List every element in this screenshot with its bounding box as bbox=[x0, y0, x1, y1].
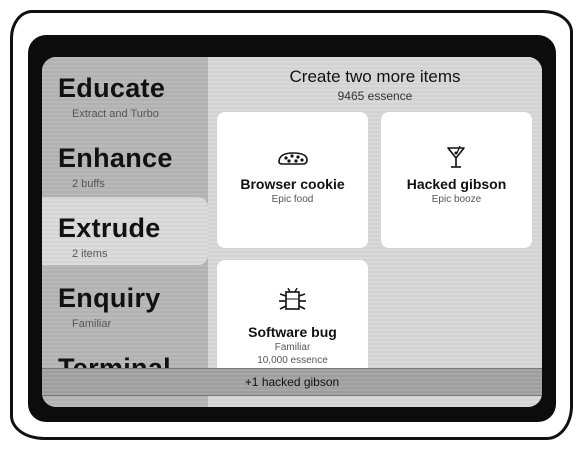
menu-item-title: Educate bbox=[58, 73, 166, 103]
menu-item-subtitle: 2 buffs bbox=[72, 178, 105, 190]
essence-count: 9465 essence bbox=[337, 89, 413, 103]
menu-item-extrude[interactable]: Extrude 2 items bbox=[42, 197, 208, 265]
menu-item-subtitle: Extract and Turbo bbox=[72, 108, 159, 120]
menu-sidebar: Educate Extract and Turbo Enhance 2 buff… bbox=[42, 57, 208, 407]
bug-icon bbox=[217, 287, 368, 312]
menu-item-subtitle: 2 items bbox=[72, 248, 108, 260]
menu-item-title: Extrude bbox=[58, 213, 161, 243]
menu-item-title: Enquiry bbox=[58, 283, 161, 313]
martini-glass-icon bbox=[381, 145, 532, 170]
item-name: Browser cookie bbox=[240, 176, 345, 192]
menu-item-enquiry[interactable]: Enquiry Familiar bbox=[42, 267, 208, 335]
source-terminal-screen: Educate Extract and Turbo Enhance 2 buff… bbox=[42, 57, 542, 407]
item-type: Epic booze bbox=[431, 194, 482, 205]
menu-item-enhance[interactable]: Enhance 2 buffs bbox=[42, 127, 208, 195]
cookie-icon bbox=[217, 146, 368, 170]
item-card-browser-cookie[interactable]: Browser cookie Epic food bbox=[217, 112, 368, 248]
notification-toast: +1 hacked gibson bbox=[42, 368, 542, 396]
item-card-hacked-gibson[interactable]: Hacked gibson Epic booze bbox=[381, 112, 532, 248]
item-name: Software bug bbox=[248, 324, 337, 340]
item-cost: 10,000 essence bbox=[257, 355, 328, 366]
panel-title: Create two more items bbox=[289, 67, 461, 86]
item-type: Familiar bbox=[274, 342, 311, 353]
item-name: Hacked gibson bbox=[406, 176, 507, 192]
menu-item-title: Enhance bbox=[58, 143, 173, 173]
menu-item-educate[interactable]: Educate Extract and Turbo bbox=[42, 57, 208, 125]
menu-item-subtitle: Familiar bbox=[72, 318, 112, 330]
extrude-panel: Create two more items 9465 essence Brows… bbox=[208, 57, 542, 407]
item-type: Epic food bbox=[271, 194, 314, 205]
